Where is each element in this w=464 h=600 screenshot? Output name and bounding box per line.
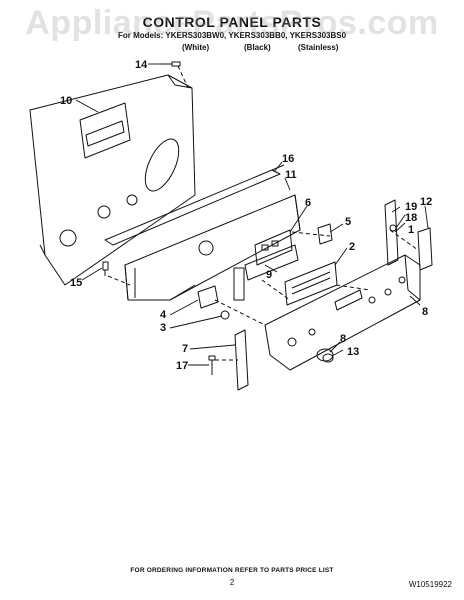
control-board: [244, 229, 299, 281]
callout-9: 9: [266, 269, 272, 281]
control-housing: [124, 194, 301, 301]
callout-3: 3: [160, 322, 166, 334]
variant-stainless: (Stainless): [298, 43, 339, 52]
callout-6: 6: [305, 197, 311, 209]
callout-11: 11: [285, 169, 297, 181]
callout-18: 18: [405, 212, 417, 224]
callout-1: 1: [408, 224, 414, 236]
rear-panel: [29, 74, 196, 286]
callout-14: 14: [135, 59, 148, 71]
end-cap-left: [234, 329, 249, 391]
screw-17: [208, 355, 216, 375]
page-number: 2: [229, 578, 235, 587]
callout-7: 7: [182, 343, 188, 355]
callout-5: 5: [345, 216, 351, 228]
callout-8-panel: 8: [422, 306, 428, 318]
end-cap-right: [417, 227, 433, 271]
model-list: For Models: YKERS303BW0, YKERS303BB0, YK…: [117, 31, 347, 40]
callout-16: 16: [282, 153, 294, 165]
screw-14: [160, 61, 181, 67]
callout-8-knob: 8: [340, 333, 346, 345]
callout-15: 15: [70, 277, 82, 289]
ordering-note: FOR ORDERING INFORMATION REFER TO PARTS …: [130, 567, 334, 574]
display-board: [284, 261, 338, 306]
page-title: CONTROL PANEL PARTS: [142, 14, 322, 30]
front-control-panel: [264, 254, 421, 371]
callout-12: 12: [420, 196, 432, 208]
screw-15: [102, 261, 109, 276]
variant-white: (White): [182, 43, 210, 52]
callout-17: 17: [176, 360, 188, 372]
variant-black: (Black): [244, 43, 271, 52]
document-number: W10519922: [408, 580, 452, 589]
callout-10: 10: [60, 95, 72, 107]
exploded-parts-diagram: 14 10 16 11 6 5 2 9 15 4 3 19 18 1 12 8 …: [29, 59, 433, 391]
callout-19: 19: [405, 201, 417, 213]
clip-5: [317, 223, 333, 245]
callout-13: 13: [347, 346, 359, 358]
callout-2: 2: [349, 241, 355, 253]
callout-4: 4: [160, 309, 167, 321]
